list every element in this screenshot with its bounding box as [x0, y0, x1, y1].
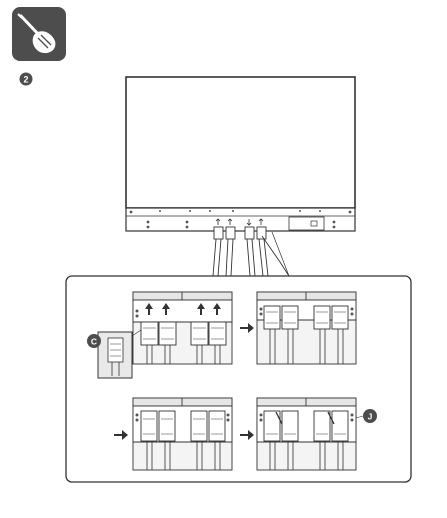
screwdriver-icon: [12, 7, 66, 61]
callout-c-label: C: [91, 337, 97, 347]
step-number-badge: 2: [19, 72, 33, 86]
arrow-right-icon: [240, 430, 254, 440]
monitor-back: [125, 76, 356, 277]
detail-panel-unlocked: [256, 291, 357, 365]
detail-panel-unlock: [132, 291, 233, 365]
detail-panel-locked: [256, 397, 364, 471]
arrow-right-icon: [240, 323, 254, 333]
step-number: 2: [23, 75, 28, 85]
detail-panel-insert: [132, 397, 233, 471]
detail-c-inset: C: [87, 329, 142, 379]
callout-j-label: J: [368, 412, 373, 422]
arrow-right-icon: [114, 430, 128, 440]
detail-frame: [65, 275, 412, 483]
callout-j-badge: J: [363, 409, 377, 423]
